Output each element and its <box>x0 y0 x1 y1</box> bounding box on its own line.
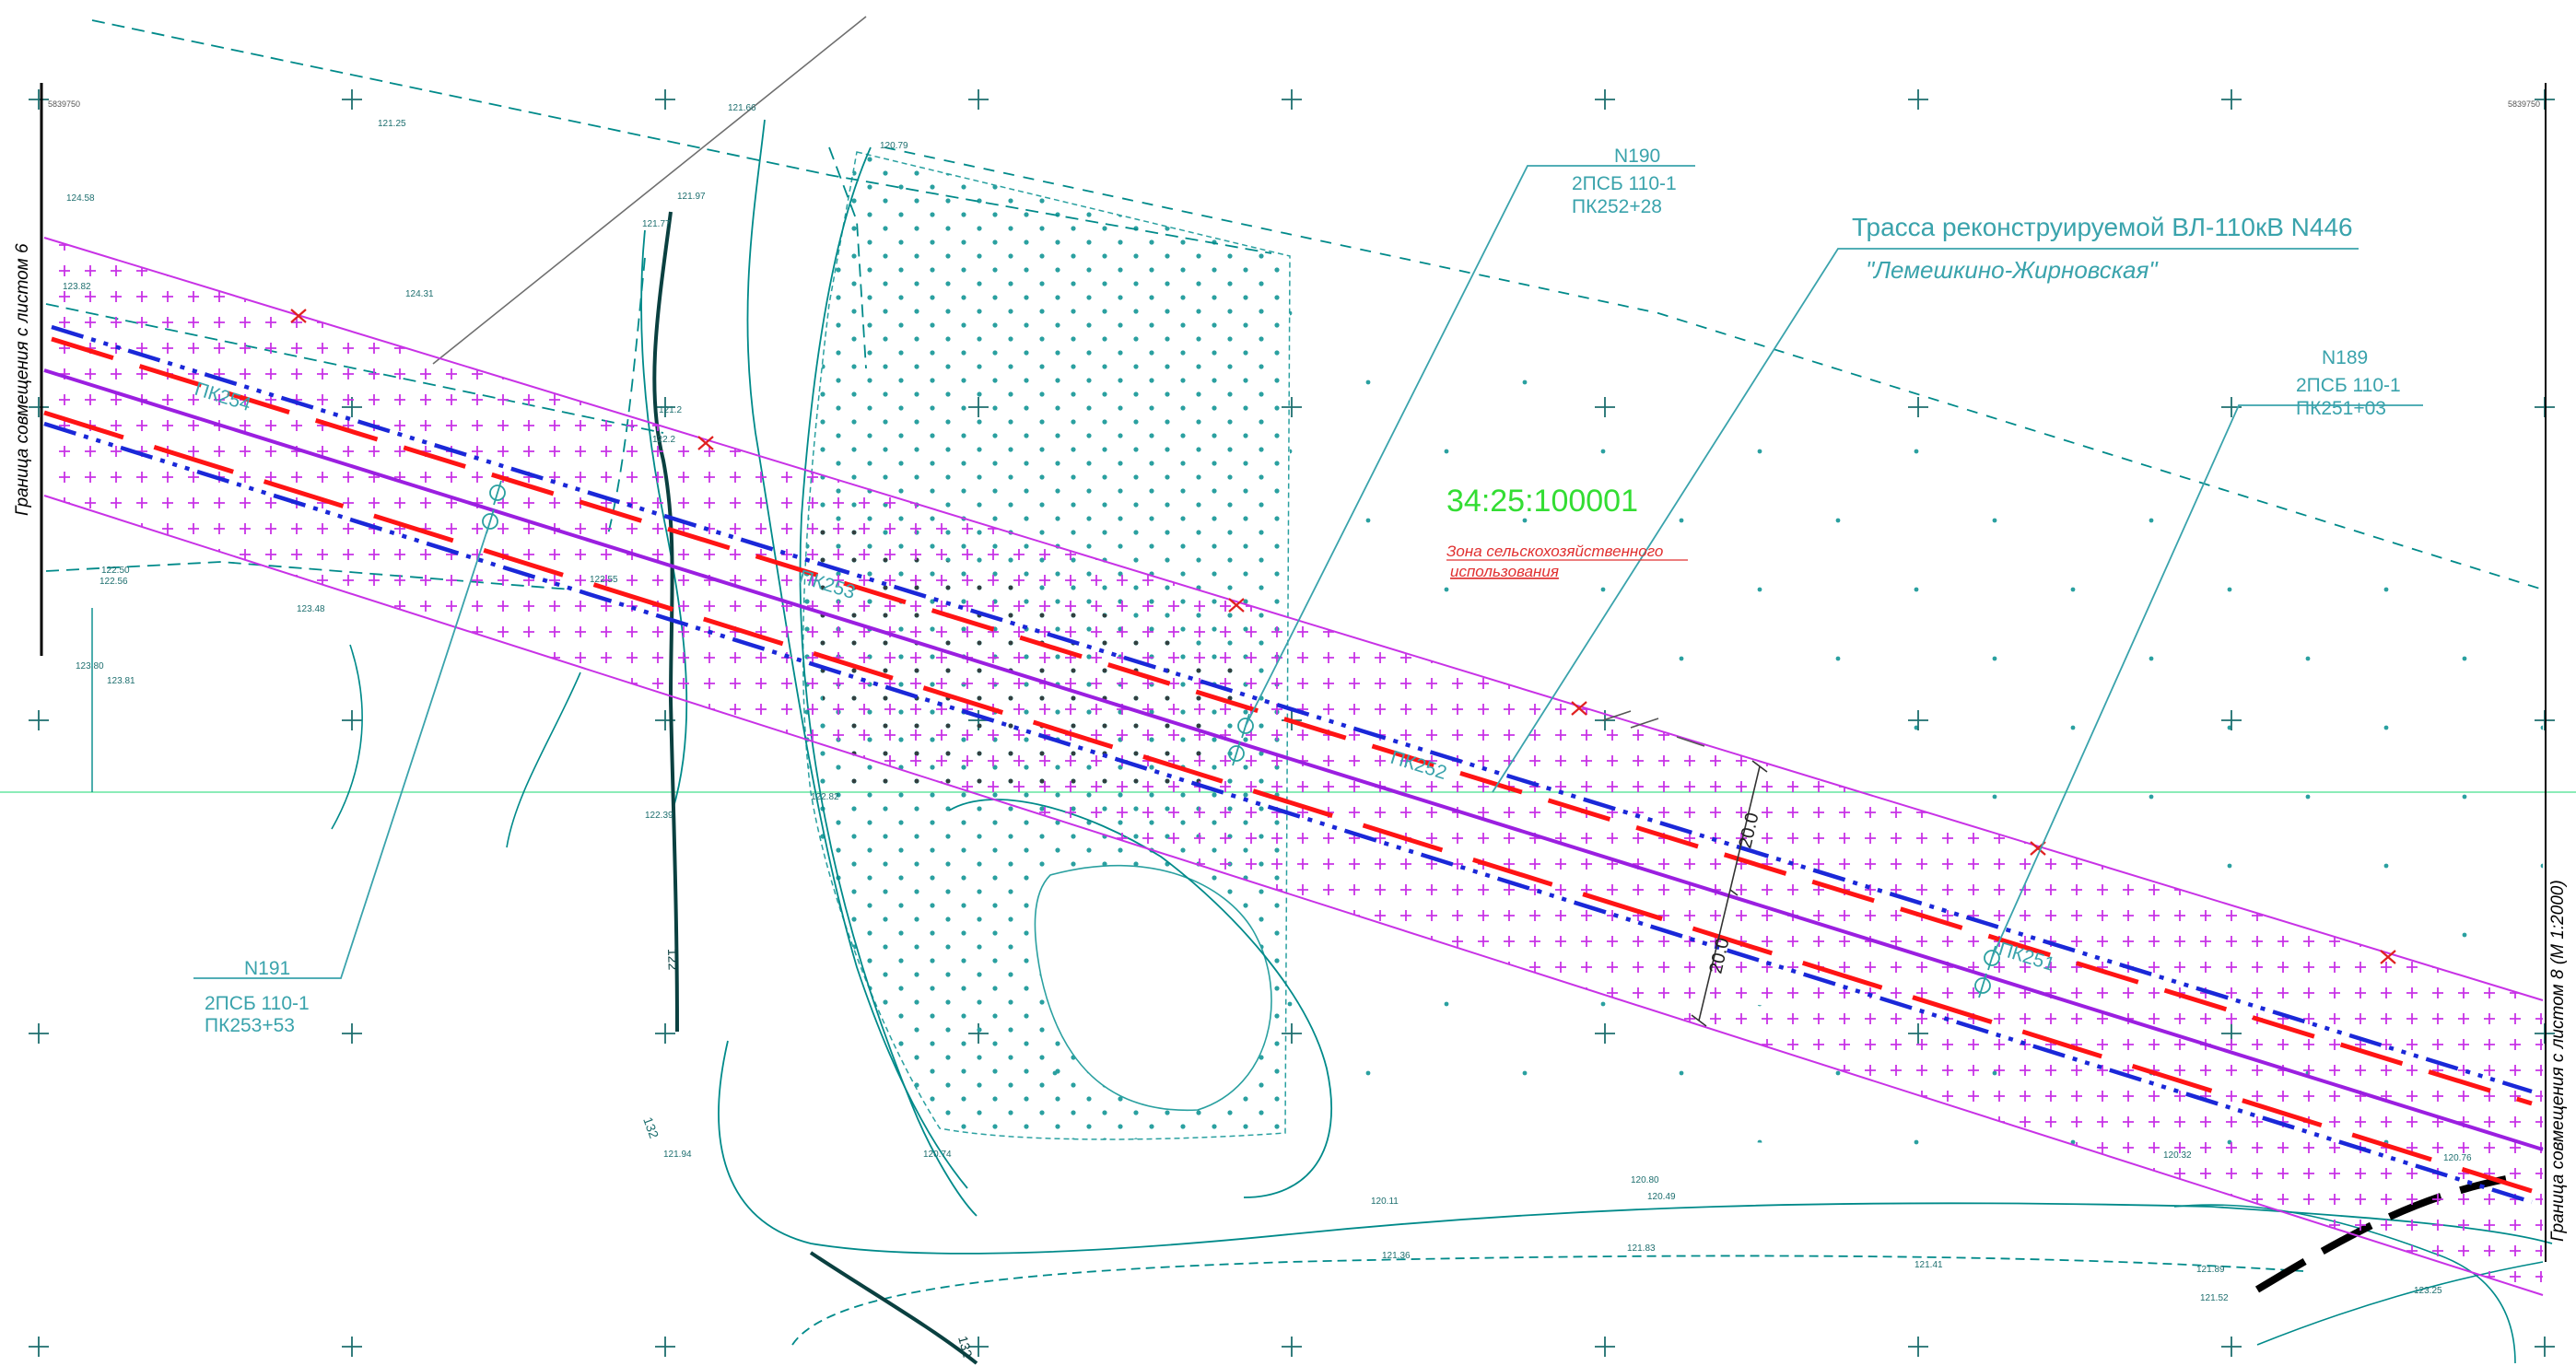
grid-cross <box>1282 1337 1302 1357</box>
grid-cross <box>1908 89 1928 110</box>
grid-cross <box>968 1337 989 1357</box>
callout-N189-type: 2ПСБ 110-1 <box>2296 375 2401 396</box>
grid-cross <box>342 710 362 730</box>
left-margin-label: Граница совмещения с листом 6 <box>13 243 32 516</box>
elevation-label: 122.55 <box>590 575 618 585</box>
elevation-label: 122.82 <box>811 792 839 802</box>
grid-cross <box>342 1023 362 1044</box>
grid-cross <box>655 1023 675 1044</box>
elevation-label: 122.39 <box>645 811 673 821</box>
right-margin-label: Граница совмещения с листом 8 (М 1:2000) <box>2548 880 2568 1242</box>
elevation-label: 123.25 <box>2414 1286 2442 1296</box>
elevation-label: 120.32 <box>2163 1150 2192 1161</box>
grid-cross <box>1595 1023 1615 1044</box>
elevation-label: 132 <box>640 1115 662 1141</box>
route-axis <box>43 368 2544 1151</box>
elevation-label: 121.41 <box>1914 1260 1943 1270</box>
elevation-label: 121.83 <box>1627 1243 1656 1254</box>
elevation-label: 120.76 <box>2443 1153 2472 1163</box>
grid-cross <box>1908 397 1928 417</box>
grid-cross <box>342 89 362 110</box>
grid-cross <box>29 1023 49 1044</box>
contour-label: 132 <box>955 1335 976 1360</box>
grid-cross <box>655 1337 675 1357</box>
callout-N191-number: N191 <box>244 958 290 979</box>
grid-cross <box>1595 397 1615 417</box>
power-line-route <box>43 324 2544 1205</box>
elevation-label: 121.77 <box>642 219 671 229</box>
elevation-label: 123.81 <box>107 676 135 686</box>
grid-cross <box>1908 710 1928 730</box>
grid-cross <box>1595 89 1615 110</box>
lower-wire-blue <box>43 421 2533 1205</box>
elevation-label: 121.25 <box>378 119 406 129</box>
route-title-line1: Трасса реконструируемой ВЛ-110кВ N446 <box>1852 213 2353 241</box>
upper-wire-blue <box>51 324 2533 1094</box>
grid-cross <box>2535 1337 2555 1357</box>
grid-cross <box>2221 89 2242 110</box>
contour-label: 122 <box>665 949 681 971</box>
elevation-label: 121.66 <box>728 103 756 113</box>
elevation-label: 120.80 <box>1631 1175 1659 1185</box>
upper-wire-red <box>51 336 2533 1106</box>
callout-N189-number: N189 <box>2322 347 2368 368</box>
stream-lower <box>809 1251 978 1365</box>
elevation-label: 120.74 <box>923 1150 952 1160</box>
grid-cross <box>655 89 675 110</box>
elevation-label: 121.52 <box>2200 1293 2229 1303</box>
callout-N191: N191 2ПСБ 110-1 ПК253+53 <box>205 958 310 1036</box>
elevation-label: 121.89 <box>2196 1265 2225 1275</box>
grid-cross <box>2221 710 2242 730</box>
grid-cross <box>342 1337 362 1357</box>
elevation-label: 122.50 <box>101 566 130 576</box>
callout-N191-type: 2ПСБ 110-1 <box>205 993 310 1014</box>
dimension-lines <box>1602 710 1768 1027</box>
elevation-label: 123.82 <box>63 282 91 292</box>
coordinate-right: 5839750 <box>2508 99 2540 109</box>
callout-N190-number: N190 <box>1614 146 1660 167</box>
elevation-label: 124.31 <box>405 289 434 299</box>
lower-wire-red <box>43 410 2533 1194</box>
elevation-label: 120.49 <box>1647 1192 1676 1202</box>
elevation-label: 121.97 <box>677 192 706 202</box>
callout-N190-picket: ПК252+28 <box>1572 196 1662 217</box>
elevation-labels: 121.25 121.66 120.79 124.58 121.97 121.7… <box>63 103 2472 1303</box>
elevation-label: 120.11 <box>1371 1197 1399 1207</box>
elevation-label: 123.48 <box>297 604 325 614</box>
elevation-label: 121.36 <box>1382 1251 1411 1261</box>
grid-cross <box>655 397 675 417</box>
route-title-line2: "Лемешкино-Жирновская" <box>1866 256 2159 284</box>
grid-cross <box>1282 89 1302 110</box>
zone-label-line1: Зона сельскохозяйственного <box>1446 543 1663 560</box>
cadastral-number: 34:25:100001 <box>1446 484 1638 519</box>
callout-N190-type: 2ПСБ 110-1 <box>1572 173 1677 194</box>
elevation-label: 124.58 <box>66 193 95 204</box>
elevation-label: 121.2 <box>659 405 682 415</box>
elevation-label: 121.94 <box>663 1150 692 1160</box>
road-line <box>432 16 867 365</box>
security-zone <box>43 237 2544 1296</box>
elevation-label: 120.79 <box>880 141 908 151</box>
grid-cross <box>29 89 49 110</box>
grid-cross <box>29 1337 49 1357</box>
boundary-markers <box>290 309 2396 964</box>
contour-labels: 122 132 <box>665 949 976 1360</box>
callout-N189: N189 2ПСБ 110-1 ПК251+03 <box>2296 347 2401 419</box>
elevation-label: 122.56 <box>100 577 128 587</box>
elevation-label: 123.80 <box>76 661 104 671</box>
grid-cross <box>1908 1337 1928 1357</box>
grid-cross <box>2221 1337 2242 1357</box>
grid-cross <box>1595 1337 1615 1357</box>
callout-N191-picket: ПК253+53 <box>205 1015 295 1036</box>
grid-cross <box>968 89 989 110</box>
callout-leaders <box>193 165 2423 979</box>
grid-cross <box>29 710 49 730</box>
coordinate-left: 5839750 <box>48 99 80 109</box>
elevation-label: 122.2 <box>652 435 675 445</box>
zone-label-line2: использования <box>1450 563 1559 580</box>
callout-N190: N190 2ПСБ 110-1 ПК252+28 <box>1572 146 1677 217</box>
callout-N189-picket: ПК251+03 <box>2296 398 2386 419</box>
